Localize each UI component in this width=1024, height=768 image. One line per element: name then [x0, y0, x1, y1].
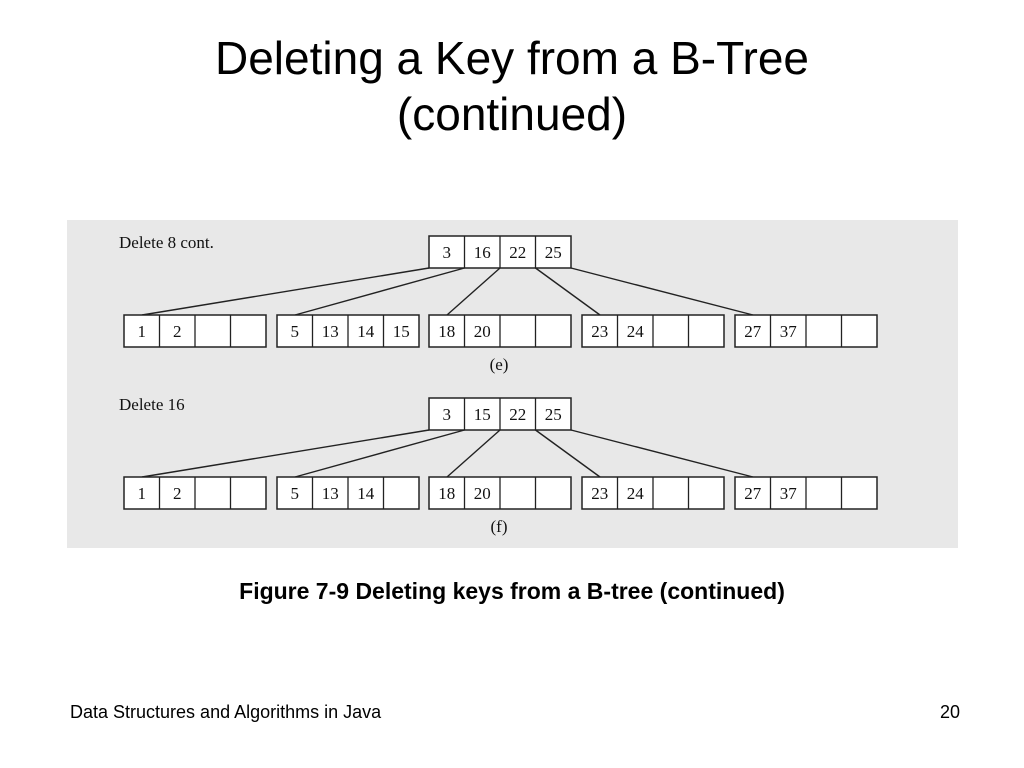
leaf-node-key: 5: [291, 322, 300, 341]
leaf-node-key: 27: [744, 484, 762, 503]
child-pointer: [570, 267, 754, 316]
leaf-node-key: 14: [357, 322, 375, 341]
root-node-key: 3: [443, 405, 452, 424]
child-pointer: [535, 267, 601, 316]
root-node-key: 25: [545, 405, 562, 424]
child-pointer: [294, 267, 465, 316]
leaf-node-key: 2: [173, 484, 182, 503]
stage-label: (e): [490, 355, 509, 374]
slide-title-line-2: (continued): [396, 88, 628, 140]
leaf-node-key: 23: [591, 484, 608, 503]
child-pointer: [535, 429, 601, 478]
stage-label: (f): [491, 517, 508, 536]
slide-title-line-1: Deleting a Key from a B-Tree: [215, 32, 809, 84]
leaf-node-key: 27: [744, 322, 762, 341]
figure-caption: Figure 7-9 Deleting keys from a B-tree (…: [239, 578, 785, 604]
root-node-key: 22: [509, 405, 526, 424]
leaf-node-key: 1: [138, 322, 147, 341]
child-pointer: [294, 429, 465, 478]
root-node-key: 22: [509, 243, 526, 262]
root-node-key: 16: [474, 243, 491, 262]
leaf-node-key: 14: [357, 484, 375, 503]
leaf-node-key: 13: [322, 322, 339, 341]
child-pointer: [141, 429, 430, 478]
leaf-node-key: 18: [438, 484, 455, 503]
page-number: 20: [939, 702, 960, 722]
root-node-key: 25: [545, 243, 562, 262]
root-node-key: 15: [474, 405, 491, 424]
stage-heading: Delete 8 cont.: [119, 233, 214, 252]
leaf-node-key: 24: [627, 484, 645, 503]
stage-heading: Delete 16: [119, 395, 185, 414]
root-node-key: 3: [443, 243, 452, 262]
leaf-node-key: 18: [438, 322, 455, 341]
leaf-node-key: 2: [173, 322, 182, 341]
leaf-node-key: 15: [393, 322, 410, 341]
leaf-node-key: 13: [322, 484, 339, 503]
footer-course-title: Data Structures and Algorithms in Java: [70, 702, 382, 722]
leaf-node-key: 5: [291, 484, 300, 503]
leaf-node-key: 1: [138, 484, 147, 503]
leaf-node-key: 37: [780, 322, 798, 341]
slide-title: Deleting a Key from a B-Tree (continued): [0, 30, 1024, 142]
leaf-node-key: 20: [474, 484, 491, 503]
child-pointer: [570, 429, 754, 478]
leaf-node-key: 37: [780, 484, 798, 503]
leaf-node-key: 24: [627, 322, 645, 341]
child-pointer: [446, 267, 501, 316]
leaf-node-key: 20: [474, 322, 491, 341]
child-pointer: [446, 429, 501, 478]
leaf-node-key: 23: [591, 322, 608, 341]
child-pointer: [141, 267, 430, 316]
